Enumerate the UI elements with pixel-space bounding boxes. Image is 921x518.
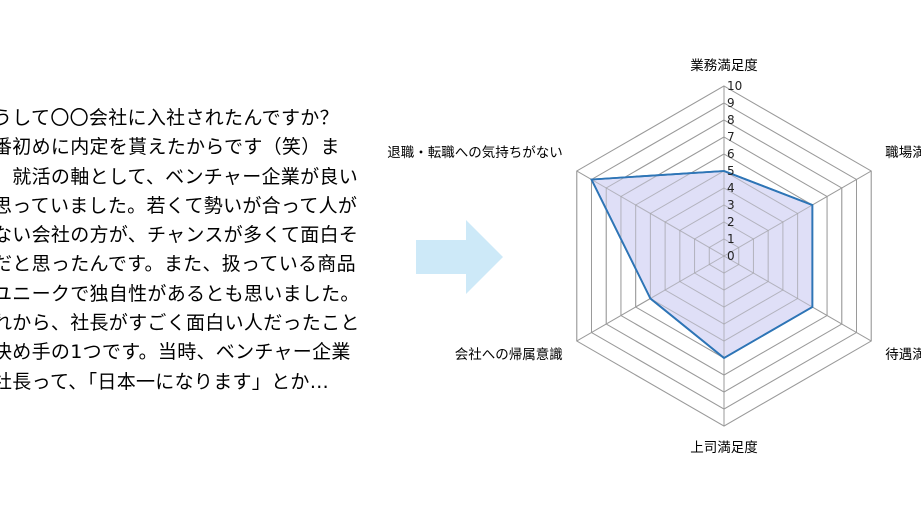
arrow-shape bbox=[416, 220, 503, 294]
radar-axis-label: 上司満足度 bbox=[690, 440, 758, 456]
radar-axis-label: 退職・転職への気持ちがない bbox=[387, 145, 563, 161]
radar-axis-label: 職場満足度 bbox=[885, 145, 921, 161]
radar-tick-label: 5 bbox=[727, 164, 735, 178]
radar-scale-ticks: 0 1 2 3 4 5 6 7 8 9 10 bbox=[727, 79, 742, 263]
radar-series bbox=[576, 85, 872, 427]
text-line: 、就活の軸として、ベンチャー企業が良い bbox=[0, 165, 358, 188]
text-line: 社長って、「日本一になります」とか… bbox=[0, 370, 330, 393]
radar-tick-label: 2 bbox=[727, 215, 735, 229]
radar-axis-label: 会社への帰属意識 bbox=[455, 346, 563, 363]
radar-tick-label: 8 bbox=[727, 113, 735, 127]
text-line: 思っていました。若くて勢いが合って人が bbox=[0, 194, 358, 217]
radar-tick-label: 4 bbox=[727, 181, 735, 195]
radar-spoke-overlay bbox=[723, 170, 872, 257]
radar-axis-labels: 業務満足度職場満足度待遇満足度上司満足度 会社への帰属意識 退職・転職への気持ちがな… bbox=[387, 58, 921, 456]
radar-tick-label: 6 bbox=[727, 147, 735, 161]
radar-tick-label: 1 bbox=[727, 232, 735, 246]
radar-tick-label: 9 bbox=[727, 96, 735, 110]
radar-axis-label: 業務満足度 bbox=[690, 58, 758, 74]
interview-text: うして〇〇会社に入社されたんですか？ 番初めに内定を貰えたからです（笑）ま 、就… bbox=[0, 104, 410, 397]
radar-tick-label: 0 bbox=[727, 249, 735, 263]
radar-tick-label: 7 bbox=[727, 130, 735, 144]
radar-spoke-overlay bbox=[576, 170, 725, 257]
radar-series-line bbox=[590, 170, 814, 360]
radar-tick-label: 10 bbox=[727, 79, 742, 93]
text-line: れから、社長がすごく面白い人だったこと bbox=[0, 312, 360, 335]
text-line: ない会社の方が、チャンスが多くて面白そ bbox=[0, 224, 359, 247]
radar-axis-label: 待遇満足度 bbox=[885, 347, 921, 363]
text-line: ユニークで独自性があるとも思いました。 bbox=[0, 282, 360, 305]
radar-spoke-overlay bbox=[723, 255, 872, 342]
text-line: だと思ったんです。また、扱っている商品 bbox=[0, 253, 356, 276]
text-line: うして〇〇会社に入社されたんですか？ bbox=[0, 107, 339, 129]
radar-tick-label: 3 bbox=[727, 198, 735, 212]
text-line: 番初めに内定を貰えたからです（笑）ま bbox=[0, 136, 340, 159]
text-line: 決め手の1つです。当時、ベンチャー企業 bbox=[0, 341, 351, 364]
